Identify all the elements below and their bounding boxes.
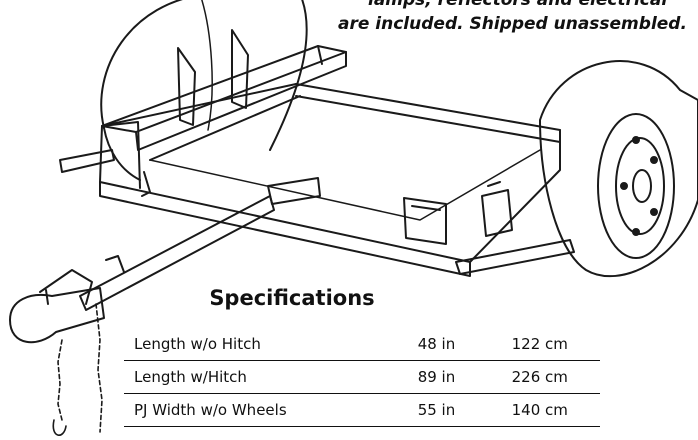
spec-row: PJ Width w/o Wheels 55 in 140 cm <box>124 393 600 427</box>
spec-row: Length w/Hitch 89 in 226 cm <box>124 360 600 394</box>
spec-imperial: 89 in <box>417 360 512 394</box>
spec-name: Length w/Hitch <box>124 360 418 394</box>
tongue <box>79 177 321 311</box>
specifications-table: Length w/o Hitch 48 in 122 cm Length w/H… <box>124 328 600 427</box>
hitch-coupler <box>9 269 105 344</box>
spec-imperial: 48 in <box>417 328 512 361</box>
caption-line-1: lamps, reflectors and electrical <box>368 0 668 10</box>
frame-brackets <box>141 171 513 245</box>
spec-imperial: 55 in <box>417 393 512 427</box>
safety-chains <box>52 303 103 436</box>
rear-wheel <box>100 0 308 181</box>
spec-metric: 140 cm <box>511 393 600 427</box>
trailer-frame <box>99 45 561 277</box>
spec-metric: 122 cm <box>511 328 600 361</box>
front-wheel <box>539 60 698 278</box>
spec-row: Length w/o Hitch 48 in 122 cm <box>124 328 600 361</box>
product-caption: lamps, reflectors and electrical are inc… <box>338 0 698 36</box>
axle <box>59 149 575 275</box>
specifications-title: Specifications <box>209 286 375 310</box>
spec-name: PJ Width w/o Wheels <box>124 393 418 427</box>
caption-line-2: are included. Shipped unassembled. <box>338 14 687 34</box>
spec-metric: 226 cm <box>511 360 600 394</box>
spec-name: Length w/o Hitch <box>124 328 418 361</box>
